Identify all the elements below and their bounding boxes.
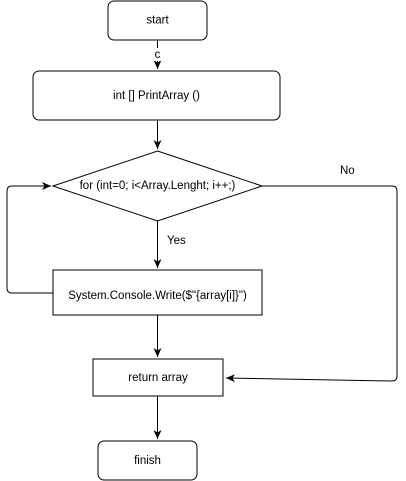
- function-node-label: int [] PrintArray (): [113, 90, 200, 102]
- finish-node[interactable]: finish: [97, 440, 198, 481]
- function-node-shape: [32, 70, 281, 121]
- return-node-shape: [92, 358, 224, 397]
- start-node[interactable]: start: [107, 0, 208, 41]
- start-node-label: start: [146, 15, 169, 27]
- edge-loop-yes-label: Yes: [167, 235, 186, 247]
- function-node[interactable]: int [] PrintArray (): [32, 70, 281, 121]
- edge-loop-no-label: No: [340, 165, 355, 177]
- finish-node-shape: [97, 440, 198, 481]
- return-node[interactable]: return array: [92, 358, 224, 397]
- loop-decision-node[interactable]: for (int=0; i<Array.Lenght; i++;): [51, 150, 264, 222]
- write-node-label: System.Console.Write($"{array[i]}"): [68, 290, 247, 302]
- loop-decision-label: for (int=0; i<Array.Lenght; i++;): [80, 180, 236, 192]
- edge-write-loop-back: [6, 182, 53, 294]
- finish-node-label: finish: [134, 455, 161, 467]
- edge-label-bg: [151, 48, 164, 61]
- edge-loop-no: [225, 185, 398, 383]
- edge-start-to-function-label: c: [155, 49, 161, 61]
- write-node[interactable]: System.Console.Write($"{array[i]}"): [52, 269, 263, 316]
- return-node-label: return array: [128, 372, 188, 384]
